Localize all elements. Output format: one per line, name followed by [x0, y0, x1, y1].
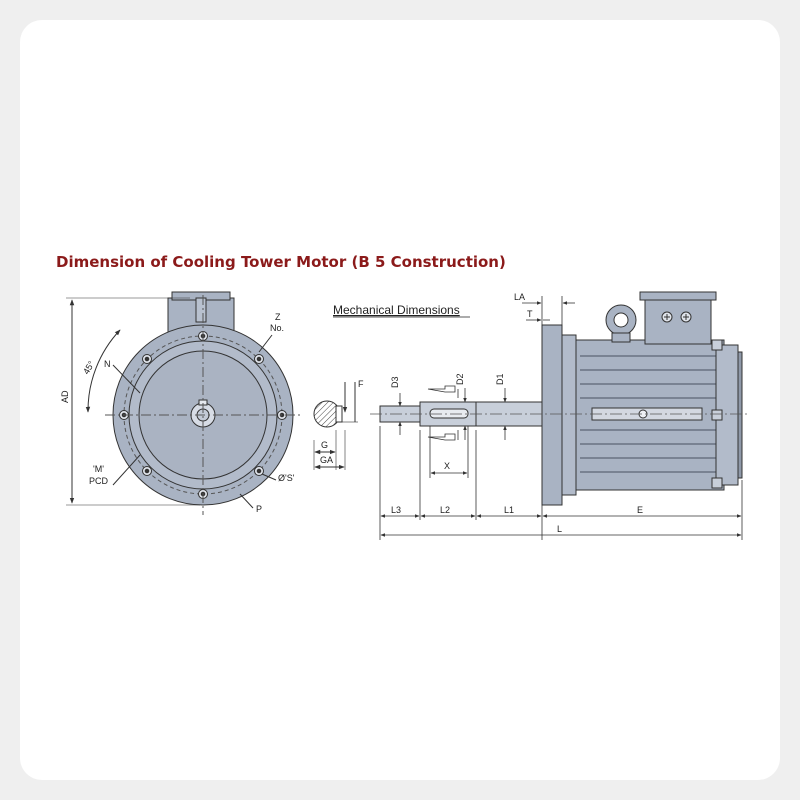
shaft-section: [313, 382, 358, 470]
label-n: N: [104, 359, 111, 369]
label-d1: D1: [495, 373, 505, 385]
label-p: P: [256, 504, 262, 514]
label-z: Z: [275, 312, 281, 322]
label-l2: L2: [440, 505, 450, 515]
front-view: [66, 291, 300, 515]
label-l1: L1: [504, 505, 514, 515]
label-d2: D2: [455, 373, 465, 385]
label-l3: L3: [391, 505, 401, 515]
label-d3: D3: [390, 376, 400, 388]
label-pcd: PCD: [89, 476, 109, 486]
section-subtitle: Mechanical Dimensions: [333, 303, 460, 317]
dimension-lines: [379, 296, 743, 540]
side-view: [379, 291, 743, 506]
page-title: Dimension of Cooling Tower Motor (B 5 Co…: [56, 253, 506, 271]
label-g: G: [321, 440, 328, 450]
label-s: Ø'S': [278, 473, 295, 483]
section-arrows: [427, 385, 459, 441]
label-l: L: [557, 524, 562, 534]
label-e: E: [637, 505, 643, 515]
label-ga: GA: [320, 455, 333, 465]
label-la: LA: [514, 292, 525, 302]
label-z-no: No.: [270, 323, 284, 333]
label-f: F: [358, 379, 364, 389]
label-t: T: [527, 309, 533, 319]
label-x: X: [444, 461, 450, 471]
label-ad: AD: [60, 390, 70, 403]
label-m: 'M': [93, 464, 104, 474]
